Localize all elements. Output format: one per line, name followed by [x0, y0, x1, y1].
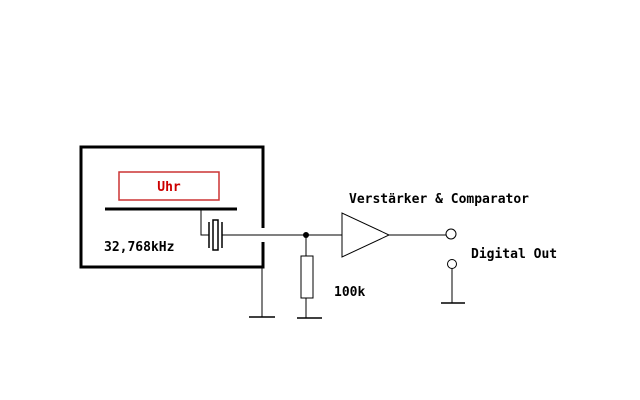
- crystal-lead-left: [200, 209, 209, 236]
- frequency-label: 32,768kHz: [104, 240, 174, 255]
- amplifier-label: Verstärker & Comparator: [349, 192, 529, 207]
- resistor-100k: [300, 255, 314, 299]
- clock-label: Uhr: [157, 180, 181, 195]
- clock-display: [118, 171, 220, 201]
- ground-terminal: [447, 259, 457, 269]
- output-terminal: [445, 228, 457, 240]
- output-ground: [441, 268, 465, 304]
- resistor-label: 100k: [334, 285, 365, 300]
- quartz-crystal: [208, 219, 223, 251]
- output-label: Digital Out: [471, 247, 557, 262]
- resistor-ground: [297, 298, 322, 319]
- housing-ground: [249, 267, 275, 318]
- clock-housing-box: [79, 145, 265, 269]
- amplifier-comparator: [341, 212, 391, 258]
